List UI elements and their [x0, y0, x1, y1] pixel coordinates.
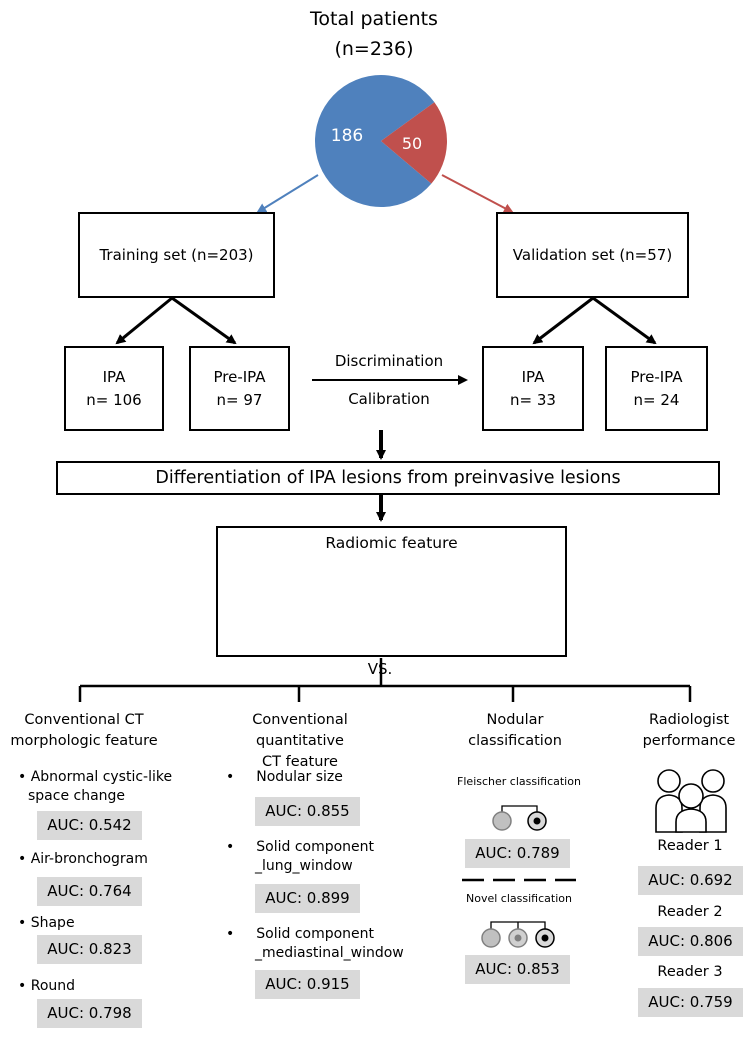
morph-title-line2: morphologic feature: [10, 733, 158, 749]
validation-set-box: Validation set (n=57): [496, 212, 689, 298]
quant-title-line1: Conventional quantitative: [252, 712, 348, 749]
auc-badge: AUC: 0.915: [255, 970, 360, 999]
morph-item-shape: • Shape: [18, 915, 75, 931]
arrow-pie-to-validation: [441, 174, 514, 213]
quant-title-line2: CT feature: [262, 754, 338, 770]
auc-badge: AUC: 0.764: [37, 877, 142, 906]
validation-set-label: Validation set (n=57): [512, 246, 673, 264]
validation-preipa-name: Pre-IPA: [630, 367, 683, 386]
morph-item-label-line2: space change: [28, 788, 126, 804]
quant-item-solid-lung: •Solid component _lung_window: [226, 839, 375, 874]
training-ipa-count: n= 106: [86, 390, 142, 409]
auc-badge: AUC: 0.692: [638, 866, 743, 895]
arrow-pie-to-training: [256, 174, 319, 214]
quant-item-label: Solid component: [256, 926, 375, 942]
morph-item-label: Shape: [30, 915, 75, 931]
quant-item-nodular-size: •Nodular size: [226, 769, 343, 785]
auc-badge: AUC: 0.789: [465, 839, 570, 868]
morph-item-air-bronchogram: • Air-bronchogram: [18, 851, 148, 867]
validation-ipa-count: n= 33: [510, 390, 556, 409]
diagram-title: Total patients: [310, 8, 438, 30]
patient-pie-chart: [314, 75, 447, 208]
training-preipa-count: n= 97: [216, 390, 263, 409]
reader-label: Reader 3: [657, 964, 723, 980]
morph-item-label: Abnormal cystic-like: [30, 769, 173, 785]
radiologists-group-icon: [655, 769, 727, 833]
total-patient-count: (n=236): [334, 38, 414, 60]
arrow-training-to-ipa: [115, 296, 173, 345]
pie-label-training: 186: [330, 126, 364, 146]
pie-slice-training: [314, 75, 435, 208]
training-ipa-box: IPA n= 106: [64, 346, 164, 431]
morph-item-label: Round: [30, 978, 76, 994]
fleischer-classification-icon: [492, 805, 547, 831]
auc-badge: AUC: 0.759: [638, 988, 743, 1017]
morph-column-title: Conventional CT morphologic feature: [0, 710, 168, 752]
morph-item-round: • Round: [18, 978, 76, 994]
morph-title-line1: Conventional CT: [24, 712, 144, 728]
nodular-column-title: Nodular classification: [455, 710, 575, 752]
objective-text: Differentiation of IPA lesions from prei…: [155, 468, 621, 488]
auc-badge: AUC: 0.855: [255, 797, 360, 826]
auc-badge: AUC: 0.899: [255, 884, 360, 913]
comparison-bracket: [78, 658, 692, 702]
radiologist-column-title: Radiologist performance: [630, 710, 748, 752]
validation-ipa-box: IPA n= 33: [482, 346, 584, 431]
nodular-title-line2: classification: [468, 733, 562, 749]
auc-badge: AUC: 0.798: [37, 999, 142, 1028]
vs-label: VS.: [367, 660, 393, 678]
radiomic-feature-title: Radiomic feature: [325, 534, 458, 552]
training-preipa-name: Pre-IPA: [213, 367, 266, 386]
reader-label: Reader 2: [657, 904, 723, 920]
morph-item-cystic: • Abnormal cystic-like space change: [18, 769, 173, 804]
training-set-box: Training set (n=203): [78, 212, 275, 298]
radiomic-feature-box: [216, 526, 567, 657]
auc-badge: AUC: 0.823: [37, 935, 142, 964]
morph-item-label: Air-bronchogram: [30, 851, 148, 867]
discrimination-label: Discrimination: [334, 352, 444, 370]
pie-label-validation: 50: [401, 134, 423, 153]
novel-label: Novel classification: [466, 892, 572, 905]
novel-classification-icon: [481, 921, 555, 948]
validation-ipa-name: IPA: [521, 367, 545, 386]
reader-label: Reader 1: [657, 838, 723, 854]
validation-preipa-count: n= 24: [633, 390, 680, 409]
auc-badge: AUC: 0.806: [638, 927, 743, 956]
arrow-validation-to-ipa: [532, 296, 594, 345]
validation-preipa-box: Pre-IPA n= 24: [605, 346, 708, 431]
objective-banner: Differentiation of IPA lesions from prei…: [56, 461, 720, 495]
quant-item-label-line2: _mediastinal_window: [255, 945, 404, 961]
training-preipa-box: Pre-IPA n= 97: [189, 346, 290, 431]
fleischer-label: Fleischer classification: [457, 775, 581, 788]
radiologist-title-line2: performance: [642, 733, 736, 749]
quant-column-title: Conventional quantitative CT feature: [210, 710, 390, 773]
auc-badge: AUC: 0.853: [465, 955, 570, 984]
training-ipa-name: IPA: [102, 367, 126, 386]
quant-item-label: Nodular size: [256, 769, 343, 785]
quant-item-solid-mediastinal: •Solid component _mediastinal_window: [226, 926, 404, 961]
training-set-label: Training set (n=203): [99, 246, 254, 264]
quant-item-label-line2: _lung_window: [255, 858, 353, 874]
calibration-label: Calibration: [348, 390, 430, 408]
quant-item-label: Solid component: [256, 839, 375, 855]
auc-badge: AUC: 0.542: [37, 811, 142, 840]
radiologist-title-line1: Radiologist: [648, 712, 730, 728]
arrow-training-to-preipa: [171, 296, 237, 345]
pie-slice-validation: [381, 102, 447, 184]
arrow-validation-to-preipa: [592, 296, 657, 345]
nodular-title-line1: Nodular: [486, 712, 544, 728]
